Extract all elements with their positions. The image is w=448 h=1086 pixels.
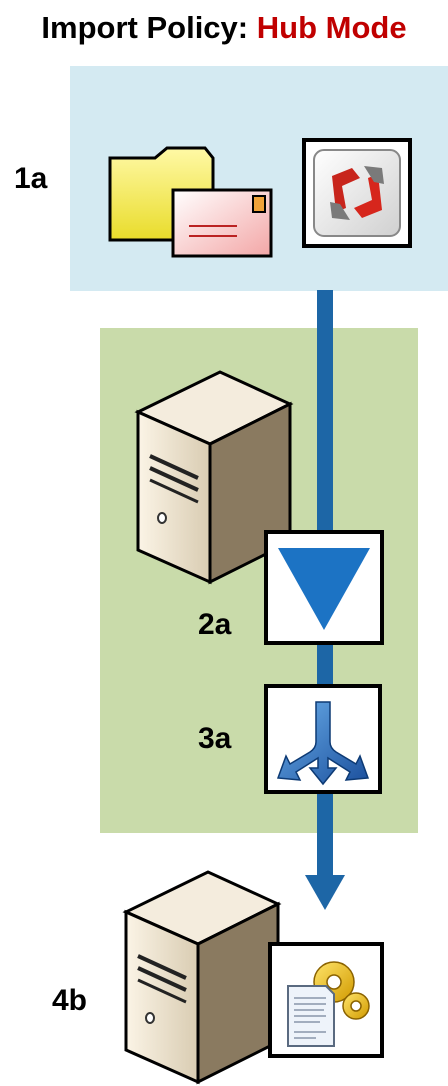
filter-down-icon [264,530,384,645]
step-label-3a: 3a [198,722,232,755]
policy-document-gears-icon [268,942,384,1058]
step-label-2a: 2a [198,608,232,641]
diagram-title: Import Policy: Hub Mode [0,6,448,50]
step-label-4b: 4b [52,984,88,1017]
step-label-1a: 1a [14,162,48,195]
folder-mail-icon [108,146,273,258]
server-icon [122,870,282,1085]
routing-arrows-icon [264,684,382,794]
title-highlight: Hub Mode [256,10,407,45]
title-prefix: Import Policy: [41,10,249,45]
exchange-logo-icon [302,138,412,248]
